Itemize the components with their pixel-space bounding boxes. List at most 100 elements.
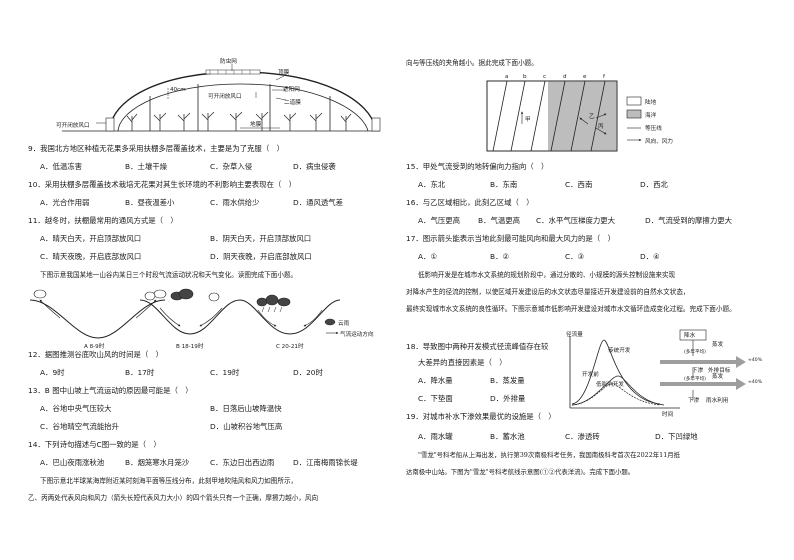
q19-option-d[interactable]: D．下凹绿地 — [655, 432, 698, 441]
q12-option-c[interactable]: C．19时 — [210, 368, 240, 377]
valley-caption-a: A 8-9时 — [84, 344, 105, 350]
q13-option-c[interactable]: C．谷地晴空气流能抬升 — [40, 422, 120, 431]
q14-option-d[interactable]: D．江南梅雨锦长堤 — [293, 458, 358, 467]
label-ground-film: 地膜 — [250, 122, 262, 128]
q10-option-c[interactable]: C．雨水供给少 — [210, 198, 260, 207]
q15-option-d[interactable]: D．西北 — [640, 180, 668, 189]
ship-intro-line-1: "雪龙"号科考船从上海出发，执行第39次南极科考任务，我国南极科考首次在2022… — [418, 451, 681, 459]
valley-intro: 下图示意我国某地一山谷内某日三个时段气流运动状况和天气变化。读图完成下面小题。 — [40, 271, 298, 279]
q19-option-c[interactable]: C．渗透砖 — [565, 432, 600, 441]
q13-option-d[interactable]: D．山坡积谷地气压高 — [210, 422, 283, 431]
q17-option-c[interactable]: C．③ — [565, 252, 585, 261]
q9-option-d[interactable]: D．病虫侵袭 — [293, 162, 336, 171]
dev-intro-line-3: 最终实现城市水文系统的良性循环。下图示意城市低影响开发建设对城市水文循环造成变化… — [406, 305, 736, 313]
map-legend-land: 陆地 — [645, 100, 657, 106]
flow-xlabel: 时间 — [662, 412, 674, 418]
q13-option-b[interactable]: B．日落后山坡降温快 — [210, 404, 282, 413]
wind-intro-line-1: 下图示意北半球某海岸附近某时刻海平面等压线分布，此刻甲地吹陆风和风力如图所示， — [40, 477, 298, 485]
flow-label-infil-1: 下渗 — [692, 368, 704, 374]
q17-option-b[interactable]: B．② — [490, 252, 510, 261]
q15-option-b[interactable]: B．东南 — [490, 180, 518, 189]
q16-option-a[interactable]: A．气压更高 — [418, 216, 461, 225]
map-letter-b: b — [523, 74, 527, 80]
q18-option-b[interactable]: B．蒸发量 — [490, 376, 525, 385]
map-letter-d: d — [563, 74, 567, 80]
label-upper-vent: 可开闭放风口 — [208, 94, 242, 100]
dev-intro-line-1: 低影响开发是在城市水文系统的规划阶段中，通过分散的、小规模的源头控制设施来实现 — [418, 271, 676, 279]
flow-label-rain-use: 雨水利用 — [706, 398, 729, 404]
map-legend-isobar: 等压线 — [645, 126, 662, 132]
q10-option-a[interactable]: A．光合作用弱 — [40, 198, 90, 207]
map-legend-wind: 风向、风力 — [645, 139, 673, 145]
map-point-jia: 甲 — [525, 117, 531, 123]
legend-airflow: 气流运动方向 — [340, 332, 374, 338]
q16-stem: 16．与乙区域相比，此刻乙区域（ ） — [406, 198, 534, 207]
q16-option-b[interactable]: B．气温更高 — [478, 216, 521, 225]
q17-option-d[interactable]: D．④ — [640, 252, 660, 261]
flow-series-traditional: 传统开发 — [608, 348, 631, 354]
q12-option-a[interactable]: A．9时 — [40, 368, 65, 377]
map-letter-a: a — [505, 74, 509, 80]
flow-label-evap-1: 蒸发 — [712, 342, 724, 348]
ship-intro-line-2: 达南极中山站。下图为"雪龙"号科考航线示意图(①②代表洋流)。完成下面小题。 — [406, 468, 635, 476]
q14-option-b[interactable]: B．烟笼寒水月笼沙 — [125, 458, 190, 467]
wind-intro-line-2: 乙、丙两处代表风向和风力（箭头长短代表风力大小）的四个箭头只有一个正确，摩擦力越… — [28, 494, 319, 502]
label-second-film: 二道膜 — [284, 100, 301, 106]
label-lower-vent: 可开闭放风口 — [56, 123, 90, 129]
map-point-bing: 丙 — [598, 124, 604, 130]
q12-option-d[interactable]: D．20时 — [293, 368, 323, 377]
q19-option-b[interactable]: B．蓄水池 — [490, 432, 525, 441]
label-top-film: 顶膜 — [278, 70, 290, 76]
q9-option-b[interactable]: B．土壤干燥 — [125, 162, 168, 171]
label-height: 40cm — [170, 87, 186, 93]
q10-option-d[interactable]: D．通风透气差 — [293, 198, 344, 207]
q10-stem: 10．采用扶棚多层覆盖技术栽培无花果对其生长环境的不利影响主要表现在（ ） — [28, 180, 297, 189]
q13-stem: 13．B 图中山坡上气流运动的原因最可能是（ ） — [28, 386, 193, 395]
q9-option-a[interactable]: A．低温冻害 — [40, 162, 83, 171]
flow-label-evap-2: 蒸发 — [712, 374, 724, 380]
q19-stem: 19．对城市补水下渗效果最优的设施是（ ） — [406, 412, 556, 421]
map-point-yi: 乙 — [589, 114, 595, 120]
q15-stem: 15．甲处气流受到的地转偏向力指向（ ） — [406, 162, 549, 171]
flow-small-2: (多年平均) — [684, 377, 706, 382]
map-legend-sea: 海洋 — [645, 113, 657, 119]
q15-option-c[interactable]: C．西南 — [565, 180, 593, 189]
q11-option-a[interactable]: A．晴天白天，开启顶部放风口 — [40, 234, 142, 243]
q10-option-b[interactable]: B．昼夜温差小 — [125, 198, 175, 207]
q9-stem: 9．我国北方地区种植无花果多采用扶棚多层覆盖技术，主要是为了克服（ ） — [28, 144, 284, 153]
q9-option-c[interactable]: C．杂草入侵 — [210, 162, 253, 171]
q18-stem-line-2: 大差异的直接因素是（ ） — [418, 358, 507, 367]
valley-caption-b: B 18-19时 — [176, 344, 204, 350]
legend-cloud-rain: 云雨 — [338, 321, 350, 327]
q18-stem-line-1: 18．导致图中两种开发模式径流峰值存在较 — [406, 342, 549, 351]
map-letter-c: c — [543, 74, 547, 80]
flow-series-pre: 开发前 — [582, 372, 599, 378]
map-letter-f: f — [603, 74, 605, 80]
flow-ylabel: 径流量 — [566, 332, 583, 338]
q14-option-a[interactable]: A．巴山夜雨涨秋池 — [40, 458, 105, 467]
q17-option-a[interactable]: A．① — [418, 252, 438, 261]
flow-label-target: 外排目标 — [708, 368, 731, 374]
q11-option-c[interactable]: C．晴天夜晚，开启底部放风口 — [40, 252, 142, 261]
q18-option-d[interactable]: D．外排量 — [490, 394, 526, 403]
q14-option-c[interactable]: C．东边日出西边雨 — [210, 458, 275, 467]
q12-option-b[interactable]: B．17时 — [125, 368, 155, 377]
q18-option-a[interactable]: A．降水量 — [418, 376, 453, 385]
flow-label-rain: 降水 — [684, 333, 696, 339]
q13-option-a[interactable]: A．谷地中央气压较大 — [40, 404, 112, 413]
flow-series-low-impact: 低影响开发 — [596, 382, 624, 388]
wind-intro-cont: 向与等压线的夹角越小。据此完成下面小题。 — [406, 59, 538, 67]
flow-small-4: ≈40% — [748, 380, 763, 385]
q18-option-c[interactable]: C．下垫面 — [418, 394, 453, 403]
q14-stem: 14．下列诗句描述与C图一致的是（ ） — [28, 440, 161, 449]
label-shade-net: 遮阳网 — [283, 87, 300, 93]
q11-option-b[interactable]: B．阴天白天，开启顶部放风口 — [210, 234, 312, 243]
q19-option-a[interactable]: A．雨水罐 — [418, 432, 453, 441]
valley-caption-c: C 20-21时 — [276, 344, 304, 350]
q16-option-d[interactable]: D．气流受到的摩擦力更大 — [645, 216, 732, 225]
map-letter-e: e — [583, 74, 587, 80]
label-insect-net: 防虫网 — [220, 59, 237, 65]
q15-option-a[interactable]: A．东北 — [418, 180, 446, 189]
q11-option-d[interactable]: D．阴天夜晚，开启底部放风口 — [210, 252, 312, 261]
q16-option-c[interactable]: C．水平气压梯度力更大 — [536, 216, 616, 225]
